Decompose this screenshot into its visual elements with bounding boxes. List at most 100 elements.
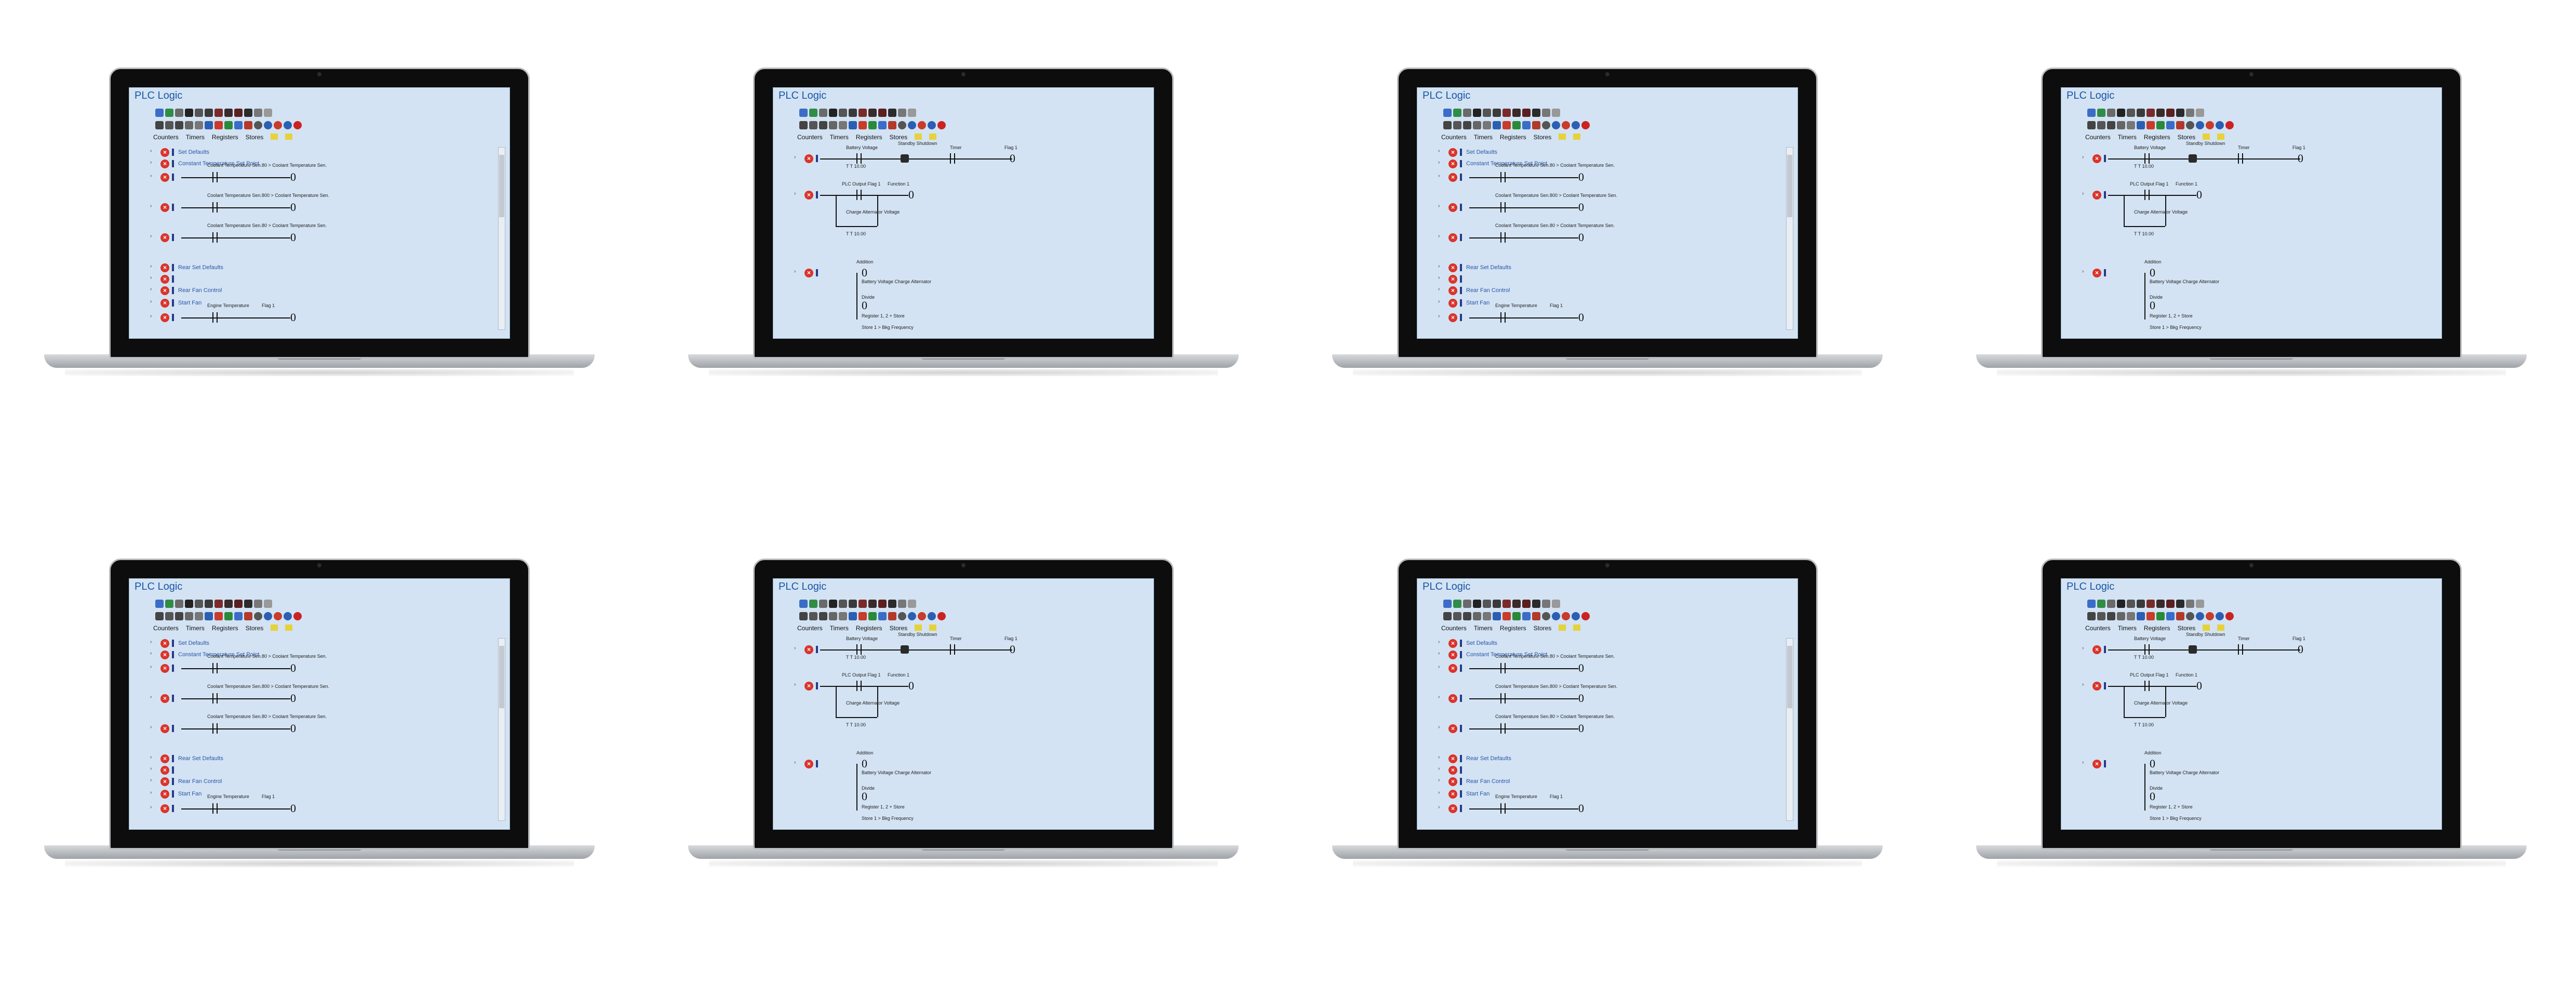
store-icon[interactable] (285, 134, 293, 140)
tool-icon[interactable] (244, 109, 252, 117)
delete-rung-button[interactable]: × (160, 766, 169, 775)
delete-rung-button[interactable]: × (1448, 639, 1457, 648)
tool-icon[interactable] (849, 600, 857, 608)
tool-icon[interactable] (2137, 612, 2145, 620)
tool-icon[interactable] (2156, 121, 2165, 129)
delete-rung-button[interactable]: × (1448, 694, 1457, 703)
tool-icon[interactable] (1542, 612, 1550, 620)
tool-icon[interactable] (2166, 612, 2175, 620)
tool-icon[interactable] (1473, 612, 1481, 620)
tab[interactable]: Timers (2117, 134, 2137, 141)
tool-icon[interactable] (839, 109, 847, 117)
drag-handle[interactable] (816, 191, 818, 198)
tool-icon[interactable] (888, 121, 896, 129)
tool-icon[interactable] (1522, 612, 1531, 620)
drag-handle[interactable] (816, 646, 818, 653)
tool-icon[interactable] (244, 600, 252, 608)
tool-icon[interactable] (799, 121, 808, 129)
tool-icon[interactable] (254, 600, 262, 608)
tool-icon[interactable] (878, 600, 887, 608)
tool-icon[interactable] (1502, 109, 1511, 117)
tool-icon[interactable] (809, 600, 817, 608)
store-icon[interactable] (1559, 134, 1566, 140)
tool-icon[interactable] (244, 121, 252, 129)
tab[interactable]: Registers (855, 625, 882, 632)
scrollbar-thumb[interactable] (1787, 155, 1792, 217)
tool-icon[interactable] (1493, 109, 1501, 117)
tab[interactable]: Stores (889, 134, 908, 141)
delete-rung-button[interactable]: × (2092, 191, 2101, 200)
tool-icon[interactable] (2127, 612, 2135, 620)
delete-rung-button[interactable]: × (1448, 754, 1457, 763)
tool-icon[interactable] (205, 121, 213, 129)
tool-icon[interactable] (819, 109, 827, 117)
tool-icon[interactable] (858, 600, 867, 608)
drag-handle[interactable] (1460, 640, 1462, 647)
tool-icon[interactable] (293, 121, 302, 129)
drag-handle[interactable] (816, 269, 818, 276)
tool-icon[interactable] (2107, 109, 2115, 117)
delete-rung-button[interactable]: × (2092, 682, 2101, 691)
tool-icon[interactable] (165, 600, 173, 608)
delete-rung-button[interactable]: × (2092, 269, 2101, 277)
drag-handle[interactable] (1460, 755, 1462, 762)
tool-icon[interactable] (829, 612, 837, 620)
delete-rung-button[interactable]: × (804, 760, 813, 768)
tab[interactable]: Counters (797, 625, 823, 632)
delete-rung-button[interactable]: × (160, 160, 169, 168)
delete-rung-button[interactable]: × (160, 275, 169, 284)
tool-icon[interactable] (1483, 600, 1491, 608)
drag-handle[interactable] (1460, 149, 1462, 156)
delete-rung-button[interactable]: × (160, 790, 169, 799)
delete-rung-button[interactable]: × (1448, 777, 1457, 786)
tool-icon[interactable] (2117, 600, 2125, 608)
delete-rung-button[interactable]: × (1448, 766, 1457, 775)
tool-icon[interactable] (2107, 121, 2115, 129)
tool-icon[interactable] (185, 109, 193, 117)
tool-icon[interactable] (928, 612, 936, 620)
drag-handle[interactable] (172, 234, 174, 241)
tool-icon[interactable] (2097, 612, 2105, 620)
delete-rung-button[interactable]: × (1448, 313, 1457, 322)
tool-icon[interactable] (2146, 109, 2155, 117)
tool-icon[interactable] (165, 109, 173, 117)
drag-handle[interactable] (1460, 264, 1462, 271)
tool-icon[interactable] (1502, 600, 1511, 608)
tool-icon[interactable] (2097, 109, 2105, 117)
drag-handle[interactable] (172, 299, 174, 307)
tool-icon[interactable] (2225, 121, 2234, 129)
tab[interactable]: Timers (1473, 134, 1493, 141)
tool-icon[interactable] (1453, 612, 1461, 620)
tool-icon[interactable] (1443, 600, 1452, 608)
tool-icon[interactable] (254, 612, 262, 620)
tool-icon[interactable] (1443, 121, 1452, 129)
tool-icon[interactable] (1493, 600, 1501, 608)
tool-icon[interactable] (819, 612, 827, 620)
drag-handle[interactable] (1460, 174, 1462, 181)
tool-icon[interactable] (2176, 109, 2184, 117)
tool-icon[interactable] (1532, 109, 1540, 117)
drag-handle[interactable] (1460, 204, 1462, 211)
tool-icon[interactable] (2137, 600, 2145, 608)
delete-rung-button[interactable]: × (1448, 664, 1457, 673)
drag-handle[interactable] (172, 264, 174, 271)
tool-icon[interactable] (234, 109, 243, 117)
tool-icon[interactable] (799, 612, 808, 620)
tab[interactable]: Registers (211, 134, 238, 141)
delete-rung-button[interactable]: × (160, 651, 169, 659)
tool-icon[interactable] (809, 109, 817, 117)
tool-icon[interactable] (829, 600, 837, 608)
tool-icon[interactable] (2107, 600, 2115, 608)
drag-handle[interactable] (2104, 191, 2106, 198)
tool-icon[interactable] (155, 109, 164, 117)
tool-icon[interactable] (868, 109, 877, 117)
tool-icon[interactable] (2117, 612, 2125, 620)
tab[interactable]: Registers (1499, 134, 1526, 141)
delete-rung-button[interactable]: × (804, 682, 813, 691)
scrollbar[interactable] (1786, 638, 1793, 821)
tool-icon[interactable] (2127, 600, 2135, 608)
tool-icon[interactable] (195, 109, 203, 117)
store-icon[interactable] (915, 134, 922, 140)
drag-handle[interactable] (1460, 766, 1462, 774)
tool-icon[interactable] (1572, 612, 1580, 620)
